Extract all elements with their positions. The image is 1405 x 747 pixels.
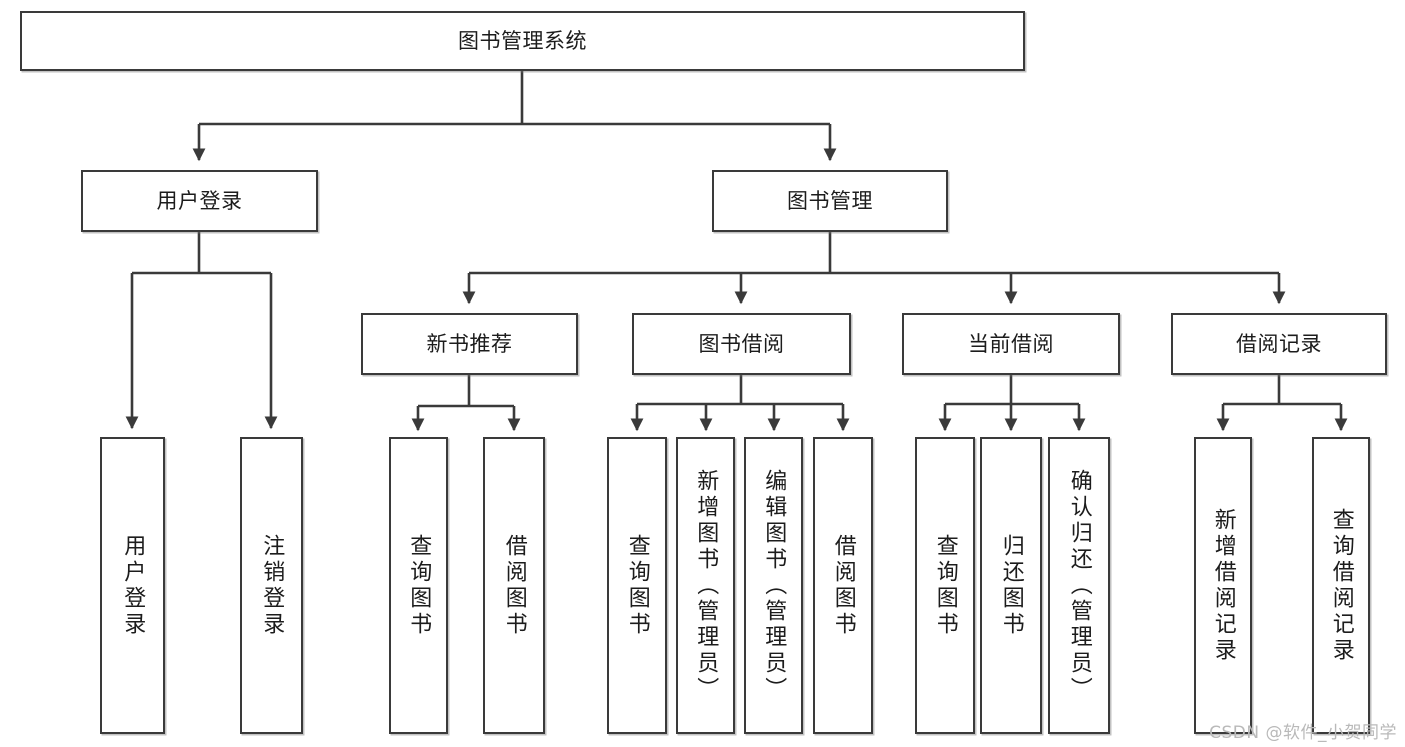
- node-leaf-label: 归还图书: [998, 533, 1024, 638]
- node-leaf-label: 查询借阅记录: [1328, 507, 1354, 664]
- node-book-borrow-label: 图书借阅: [698, 331, 785, 356]
- node-borrow-record[interactable]: 借阅记录: [1171, 313, 1387, 375]
- node-user-login[interactable]: 用户登录: [81, 170, 318, 232]
- node-leaf[interactable]: 查询图书: [915, 437, 975, 734]
- node-leaf-label: 新增借阅记录: [1210, 507, 1236, 664]
- node-root-system[interactable]: 图书管理系统: [20, 11, 1025, 71]
- node-leaf-label: 查询图书: [932, 533, 958, 638]
- node-leaf[interactable]: 编辑图书（管理员）: [744, 437, 803, 734]
- node-leaf[interactable]: 查询借阅记录: [1312, 437, 1370, 734]
- watermark: CSDN @软件_小贺同学: [1209, 723, 1397, 743]
- node-current-borrow[interactable]: 当前借阅: [902, 313, 1120, 375]
- node-leaf[interactable]: 用户登录: [100, 437, 165, 734]
- node-leaf[interactable]: 查询图书: [389, 437, 448, 734]
- node-book-management-label: 图书管理: [787, 188, 873, 213]
- node-leaf-label: 新增图书（管理员）: [693, 468, 719, 703]
- node-leaf-label: 借阅图书: [501, 533, 527, 638]
- node-leaf-label: 用户登录: [120, 533, 146, 638]
- node-user-login-label: 用户登录: [156, 188, 243, 213]
- node-current-borrow-label: 当前借阅: [968, 331, 1054, 356]
- node-leaf-label: 查询图书: [624, 533, 650, 638]
- node-leaf[interactable]: 确认归还（管理员）: [1048, 437, 1110, 734]
- node-book-management[interactable]: 图书管理: [712, 170, 948, 232]
- node-leaf[interactable]: 归还图书: [980, 437, 1042, 734]
- node-leaf-label: 查询图书: [406, 533, 432, 638]
- node-leaf[interactable]: 借阅图书: [813, 437, 873, 734]
- node-new-book-recommend-label: 新书推荐: [426, 331, 513, 356]
- node-leaf-label: 确认归还（管理员）: [1066, 468, 1092, 703]
- node-leaf[interactable]: 新增图书（管理员）: [676, 437, 735, 734]
- node-borrow-record-label: 借阅记录: [1236, 331, 1322, 356]
- node-leaf[interactable]: 新增借阅记录: [1194, 437, 1252, 734]
- node-leaf-label: 注销登录: [259, 533, 285, 638]
- node-new-book-recommend[interactable]: 新书推荐: [361, 313, 578, 375]
- node-leaf[interactable]: 查询图书: [607, 437, 667, 734]
- node-leaf-label: 借阅图书: [830, 533, 856, 638]
- node-leaf[interactable]: 借阅图书: [483, 437, 545, 734]
- node-leaf-label: 编辑图书（管理员）: [761, 468, 787, 703]
- node-root-label: 图书管理系统: [458, 28, 587, 53]
- node-leaf[interactable]: 注销登录: [240, 437, 303, 734]
- node-book-borrow[interactable]: 图书借阅: [632, 313, 851, 375]
